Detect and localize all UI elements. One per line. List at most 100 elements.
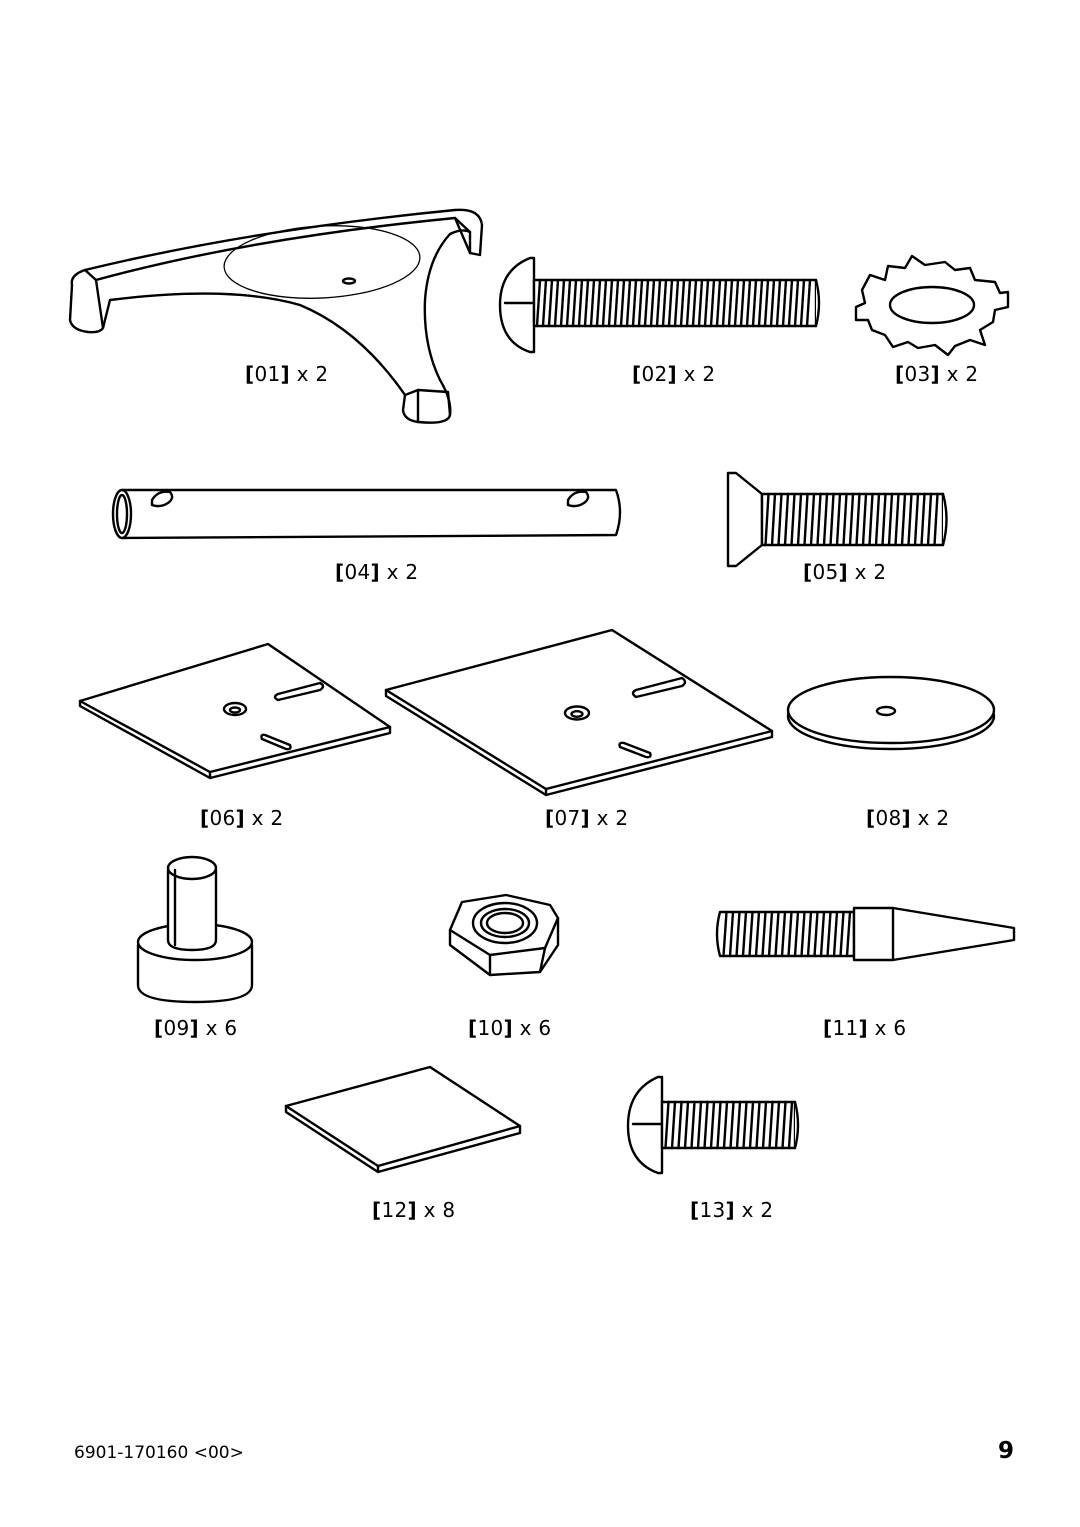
thread-line — [771, 280, 774, 326]
part-01-qty: 2 — [315, 362, 329, 386]
thread-line — [747, 280, 750, 326]
thread-line — [824, 494, 827, 545]
part-07-qty: 2 — [615, 806, 629, 830]
thread-line — [537, 280, 540, 326]
thread-line — [699, 280, 702, 326]
thread-line — [705, 1102, 708, 1148]
thread-line — [731, 1102, 734, 1148]
part-09-qty: 6 — [224, 1016, 238, 1040]
thread-line — [769, 912, 772, 956]
thread-line — [782, 912, 785, 956]
part-07-label: [07] x 2 — [545, 806, 629, 830]
thread-line — [657, 280, 660, 326]
thread-line — [627, 280, 630, 326]
thread-line — [870, 494, 873, 545]
part-06-qty: 2 — [270, 806, 284, 830]
thread-line — [857, 494, 860, 545]
thread-line — [863, 494, 866, 545]
part-08-id: 08 — [875, 806, 902, 830]
document-code: 6901-170160 <00> — [74, 1443, 244, 1463]
part-02-qty: 2 — [702, 362, 716, 386]
thread-line — [597, 280, 600, 326]
thread-line — [735, 280, 738, 326]
part-03-label: [03] x 2 — [895, 362, 979, 386]
thread-line — [772, 494, 775, 545]
part-06-label: [06] x 2 — [200, 806, 284, 830]
thread-line — [741, 280, 744, 326]
thread-line — [633, 280, 636, 326]
part-02-label: [02] x 2 — [632, 362, 716, 386]
thread-line — [672, 1102, 675, 1148]
part-11-id: 11 — [832, 1016, 859, 1040]
part-06-id: 06 — [209, 806, 236, 830]
part-08-qty: 2 — [936, 806, 950, 830]
thread-line — [724, 912, 727, 956]
thread-line — [831, 494, 834, 545]
part-12-label: [12] x 8 — [372, 1198, 456, 1222]
thread-line — [883, 494, 886, 545]
thread-line — [730, 912, 733, 956]
thread-line — [543, 280, 546, 326]
thread-line — [609, 280, 612, 326]
thread-line — [811, 494, 814, 545]
thread-line — [802, 912, 805, 956]
thread-line — [693, 280, 696, 326]
thread-line — [555, 280, 558, 326]
thread-line — [789, 912, 792, 956]
thread-line — [756, 912, 759, 956]
thread-line — [902, 494, 905, 545]
part-09-id: 09 — [163, 1016, 190, 1040]
thread-line — [573, 280, 576, 326]
thread-line — [718, 1102, 721, 1148]
part-10-qty: 6 — [538, 1016, 552, 1040]
thread-line — [561, 280, 564, 326]
thread-line — [669, 280, 672, 326]
thread-line — [750, 912, 753, 956]
thread-line — [679, 1102, 682, 1148]
thread-line — [828, 912, 831, 956]
part-12-id: 12 — [381, 1198, 408, 1222]
thread-line — [750, 1102, 753, 1148]
thread-line — [876, 494, 879, 545]
thread-line — [928, 494, 931, 545]
part-01-id: 01 — [254, 362, 281, 386]
thread-line — [847, 912, 850, 956]
part-13-qty: 2 — [760, 1198, 774, 1222]
thread-line — [834, 912, 837, 956]
thread-line — [663, 280, 666, 326]
thread-line — [645, 280, 648, 326]
thread-line — [766, 494, 769, 545]
thread-line — [666, 1102, 669, 1148]
thread-line — [585, 280, 588, 326]
thread-line — [724, 1102, 727, 1148]
thread-line — [737, 1102, 740, 1148]
thread-line — [808, 912, 811, 956]
thread-line — [711, 280, 714, 326]
pin-threads — [724, 912, 851, 956]
thread-line — [795, 280, 798, 326]
thread-line — [681, 280, 684, 326]
bolt-threads — [537, 280, 810, 326]
part-04-label: [04] x 2 — [335, 560, 419, 584]
thread-line — [776, 1102, 779, 1148]
thread-line — [591, 280, 594, 326]
thread-line — [603, 280, 606, 326]
part-01-label: [01] x 2 — [245, 362, 329, 386]
thread-line — [785, 494, 788, 545]
thread-line — [685, 1102, 688, 1148]
thread-line — [729, 280, 732, 326]
thread-line — [651, 280, 654, 326]
thread-line — [792, 494, 795, 545]
thread-line — [763, 1102, 766, 1148]
thread-line — [744, 1102, 747, 1148]
thread-line — [783, 1102, 786, 1148]
thread-line — [896, 494, 899, 545]
thread-line — [711, 1102, 714, 1148]
part-09-label: [09] x 6 — [154, 1016, 238, 1040]
part-07-id: 07 — [554, 806, 581, 830]
